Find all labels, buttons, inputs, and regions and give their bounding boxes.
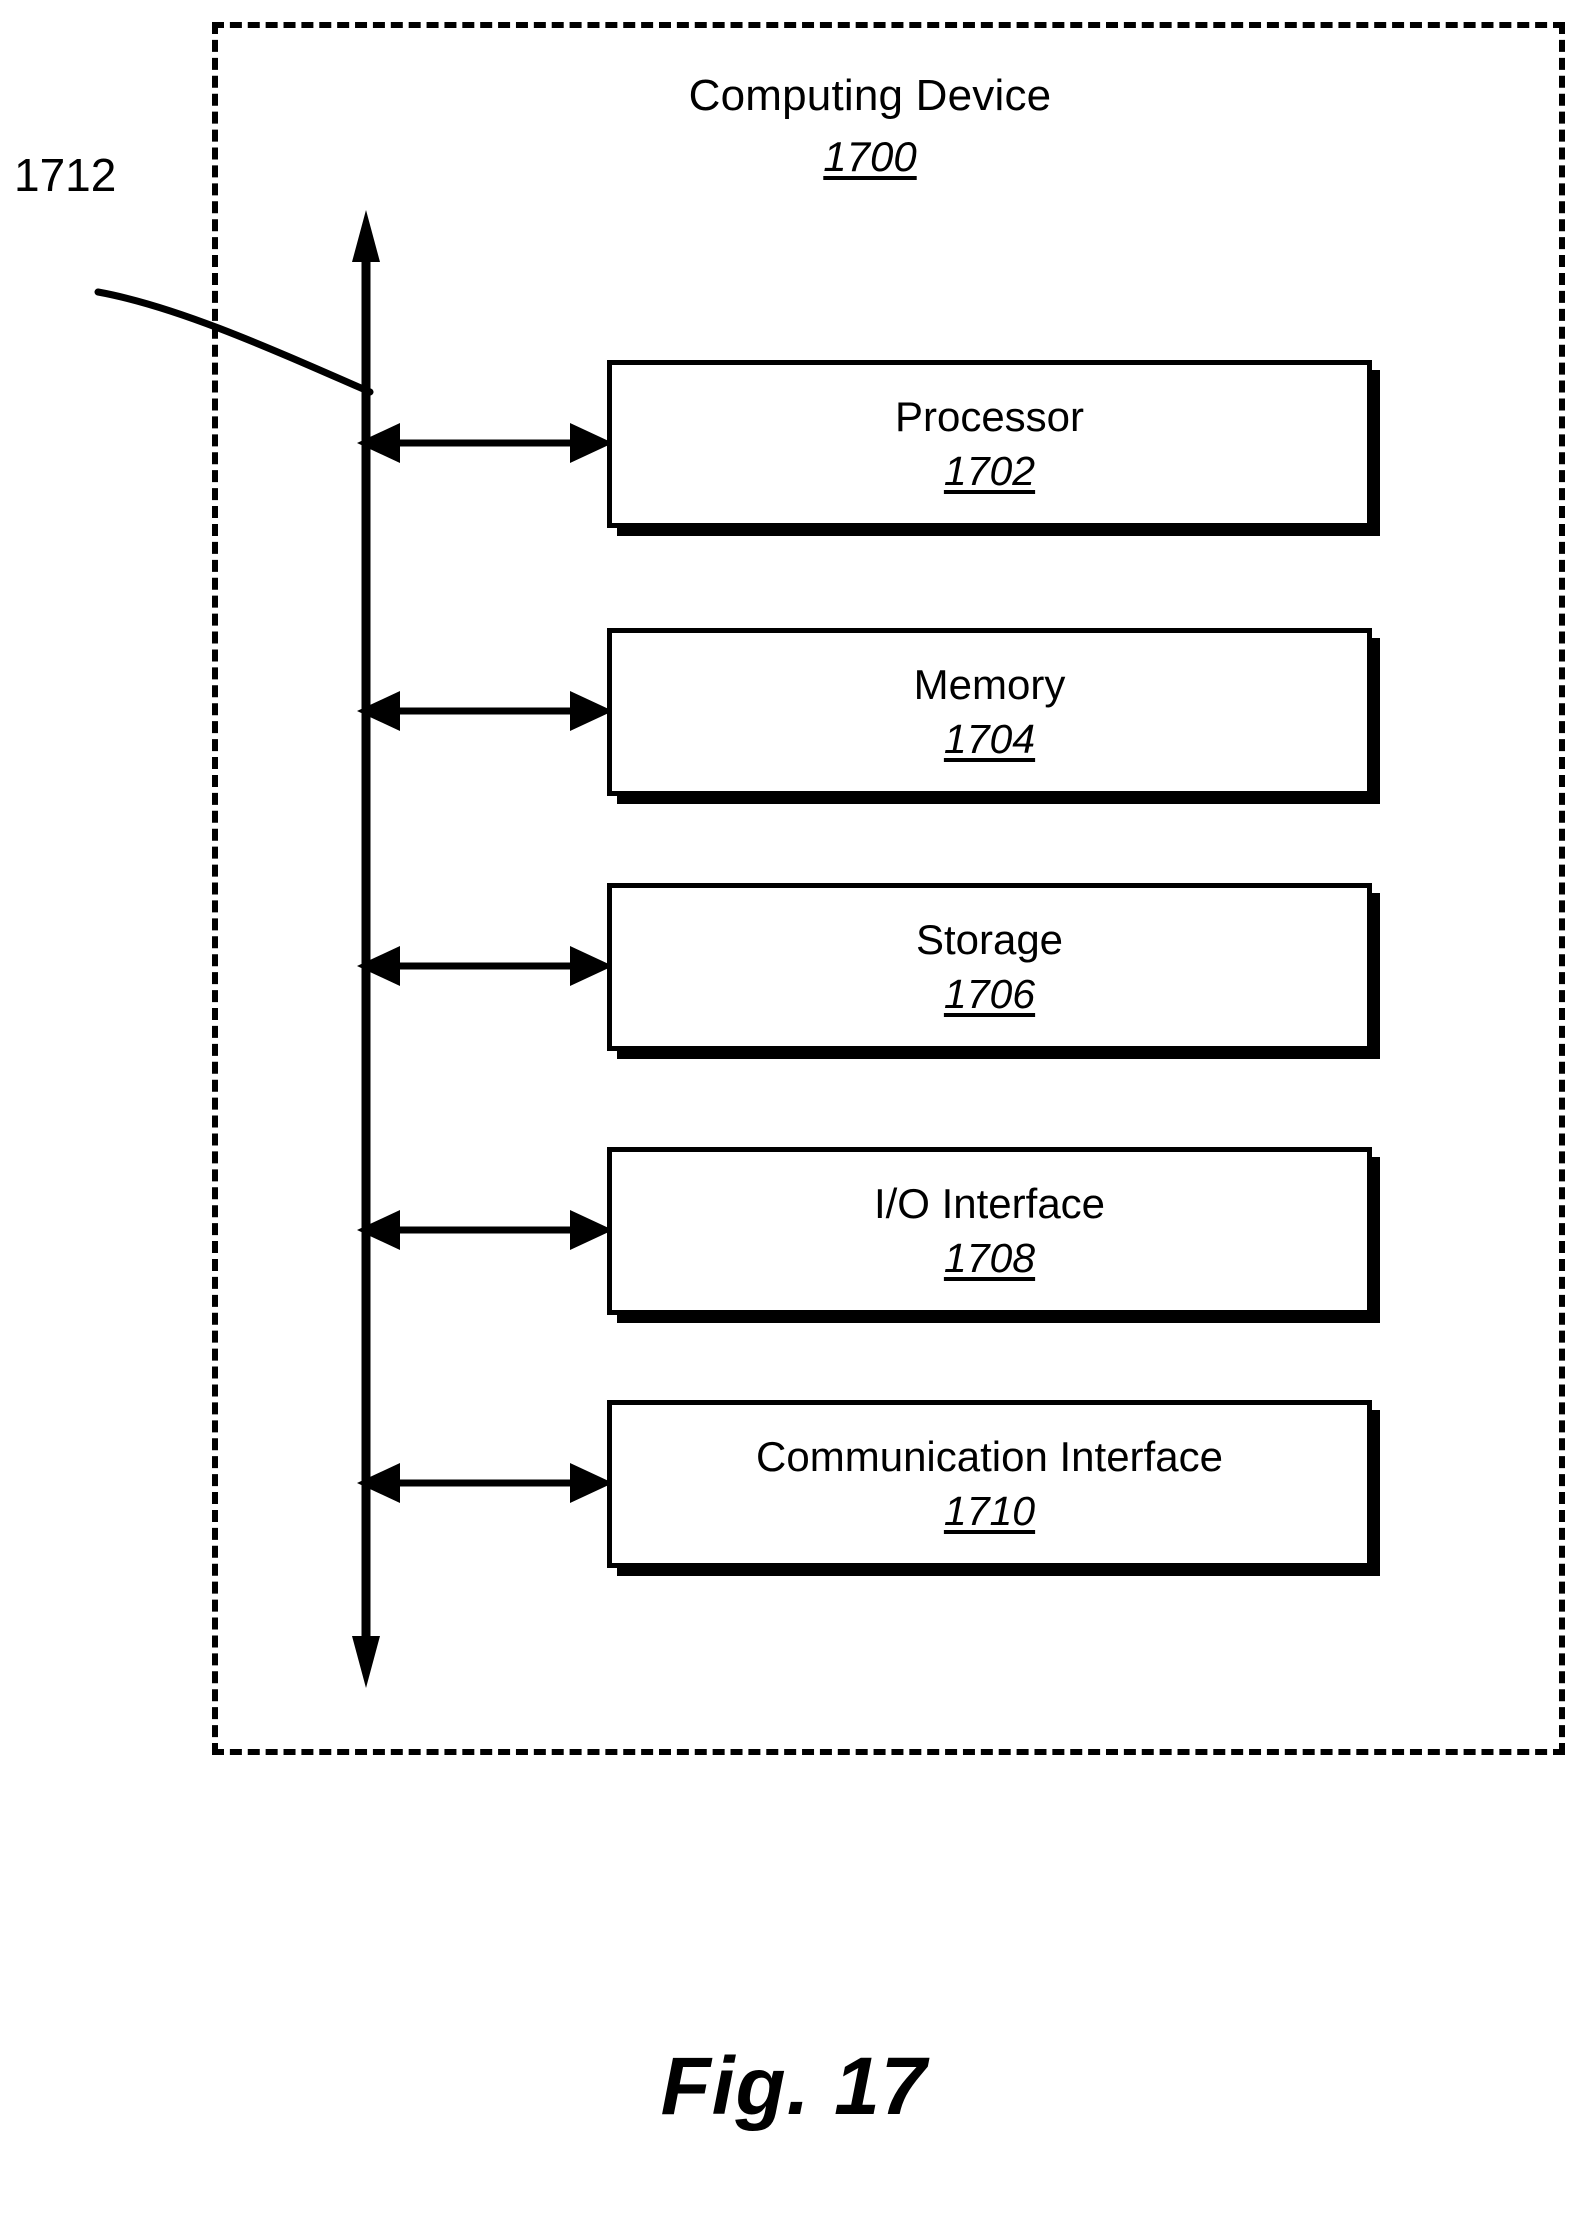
component-box-communication-interface[interactable]: Communication Interface 1710 (607, 1400, 1372, 1568)
figure-caption: Fig. 17 (660, 2041, 928, 2132)
component-box-memory[interactable]: Memory 1704 (607, 628, 1372, 796)
component-label: Communication Interface (756, 1433, 1223, 1481)
component-label: Processor (894, 393, 1085, 441)
bus-reference-numeral: 1712 (14, 149, 117, 201)
connector-arrow-storage-icon (357, 946, 613, 986)
component-reference-numeral: 1702 (943, 447, 1036, 494)
component-box-io-interface[interactable]: I/O Interface 1708 (607, 1147, 1372, 1315)
component-label: I/O Interface (873, 1180, 1106, 1228)
component-reference-numeral: 1706 (943, 970, 1036, 1017)
computing-device-enclosure (212, 22, 1565, 1755)
connector-arrow-processor-icon (357, 423, 613, 463)
component-box-processor[interactable]: Processor 1702 (607, 360, 1372, 528)
system-bus-double-arrow-icon (352, 210, 380, 1688)
computing-device-reference-numeral: 1700 (823, 133, 917, 180)
connector-arrow-memory-icon (357, 691, 613, 731)
component-reference-numeral: 1708 (943, 1234, 1036, 1281)
component-reference-numeral: 1704 (943, 715, 1036, 762)
component-label: Memory (913, 661, 1066, 709)
component-label: Storage (915, 916, 1064, 964)
connector-arrow-io-interface-icon (357, 1210, 613, 1250)
curved-leader-line-icon (94, 288, 374, 396)
component-reference-numeral: 1710 (943, 1487, 1036, 1534)
page-title: Computing Device (688, 71, 1052, 120)
connector-arrow-communication-interface-icon (357, 1463, 613, 1503)
component-box-storage[interactable]: Storage 1706 (607, 883, 1372, 1051)
